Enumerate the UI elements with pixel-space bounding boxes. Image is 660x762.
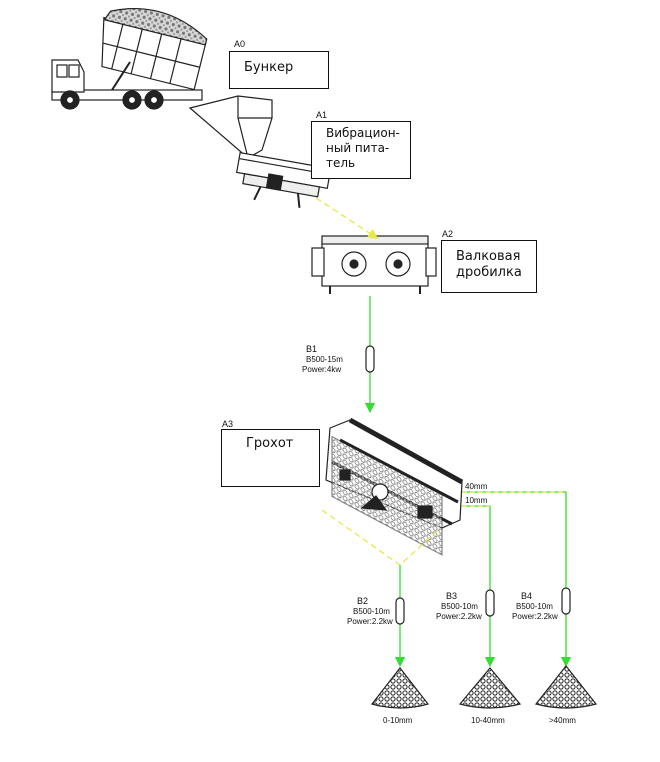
pile-10-40mm-icon <box>458 667 522 709</box>
stage-a3-box: Грохот <box>221 429 320 487</box>
conveyor-b2-power: Power:2.2kw <box>347 617 393 626</box>
conveyor-b1-model: B500-15m <box>306 355 343 364</box>
stage-a3-code: A3 <box>222 419 233 429</box>
pile-over-40mm-icon <box>534 665 598 709</box>
flow-40mm-to-b4 <box>462 491 572 668</box>
product-over-40mm: >40mm <box>549 716 576 725</box>
stage-a1-line-2: ный пита- <box>326 141 390 155</box>
roll-crusher-icon <box>311 235 437 294</box>
pile-0-10mm-icon <box>370 667 430 709</box>
screen-output-10mm: 10mm <box>465 496 488 505</box>
stage-a1-line-1: Вибрацион- <box>326 126 400 140</box>
stage-a2-line-2: дробилка <box>456 265 522 280</box>
stage-a1-box: Вибрацион- ный пита- тель <box>311 121 411 179</box>
conveyor-b3-code: B3 <box>446 591 457 601</box>
dump-truck-icon <box>51 8 208 110</box>
stage-a2-code: A2 <box>442 229 453 239</box>
stage-a0-code: A0 <box>234 39 245 49</box>
product-0-10mm: 0-10mm <box>383 716 413 725</box>
stage-a1-line-3: тель <box>326 156 356 170</box>
conveyor-b1-icon <box>365 345 375 373</box>
conveyor-b1-code: B1 <box>306 344 317 354</box>
conveyor-b4-power: Power:2.2kw <box>512 612 558 621</box>
screen-output-40mm: 40mm <box>465 482 488 491</box>
conveyor-b3-model: B500-10m <box>441 602 478 611</box>
conveyor-b2-icon <box>395 597 405 625</box>
stage-a2-line-1: Валковая <box>456 249 521 264</box>
stage-a1-code: A1 <box>316 110 327 120</box>
stage-a0-label: Бункер <box>244 60 294 75</box>
conveyor-b4-code: B4 <box>521 591 532 601</box>
conveyor-b3-power: Power:2.2kw <box>436 612 482 621</box>
conveyor-b2-model: B500-10m <box>353 607 390 616</box>
conveyor-b1-power: Power:4kw <box>302 365 341 374</box>
stage-a3-label: Грохот <box>246 436 294 451</box>
stage-a2-box: Валковая дробилка <box>441 240 537 293</box>
flow-feeder-to-crusher <box>315 197 379 239</box>
hopper-icon <box>188 95 273 159</box>
conveyor-b4-icon <box>561 587 571 615</box>
conveyor-b2-code: B2 <box>357 596 368 606</box>
conveyor-b4-model: B500-10m <box>516 602 553 611</box>
conveyor-b3-icon <box>485 589 495 617</box>
vibrating-screen-icon <box>325 417 464 556</box>
product-10-40mm: 10-40mm <box>471 716 505 725</box>
stage-a0-box: Бункер <box>229 51 329 89</box>
flow-10mm-to-b3 <box>462 505 496 668</box>
